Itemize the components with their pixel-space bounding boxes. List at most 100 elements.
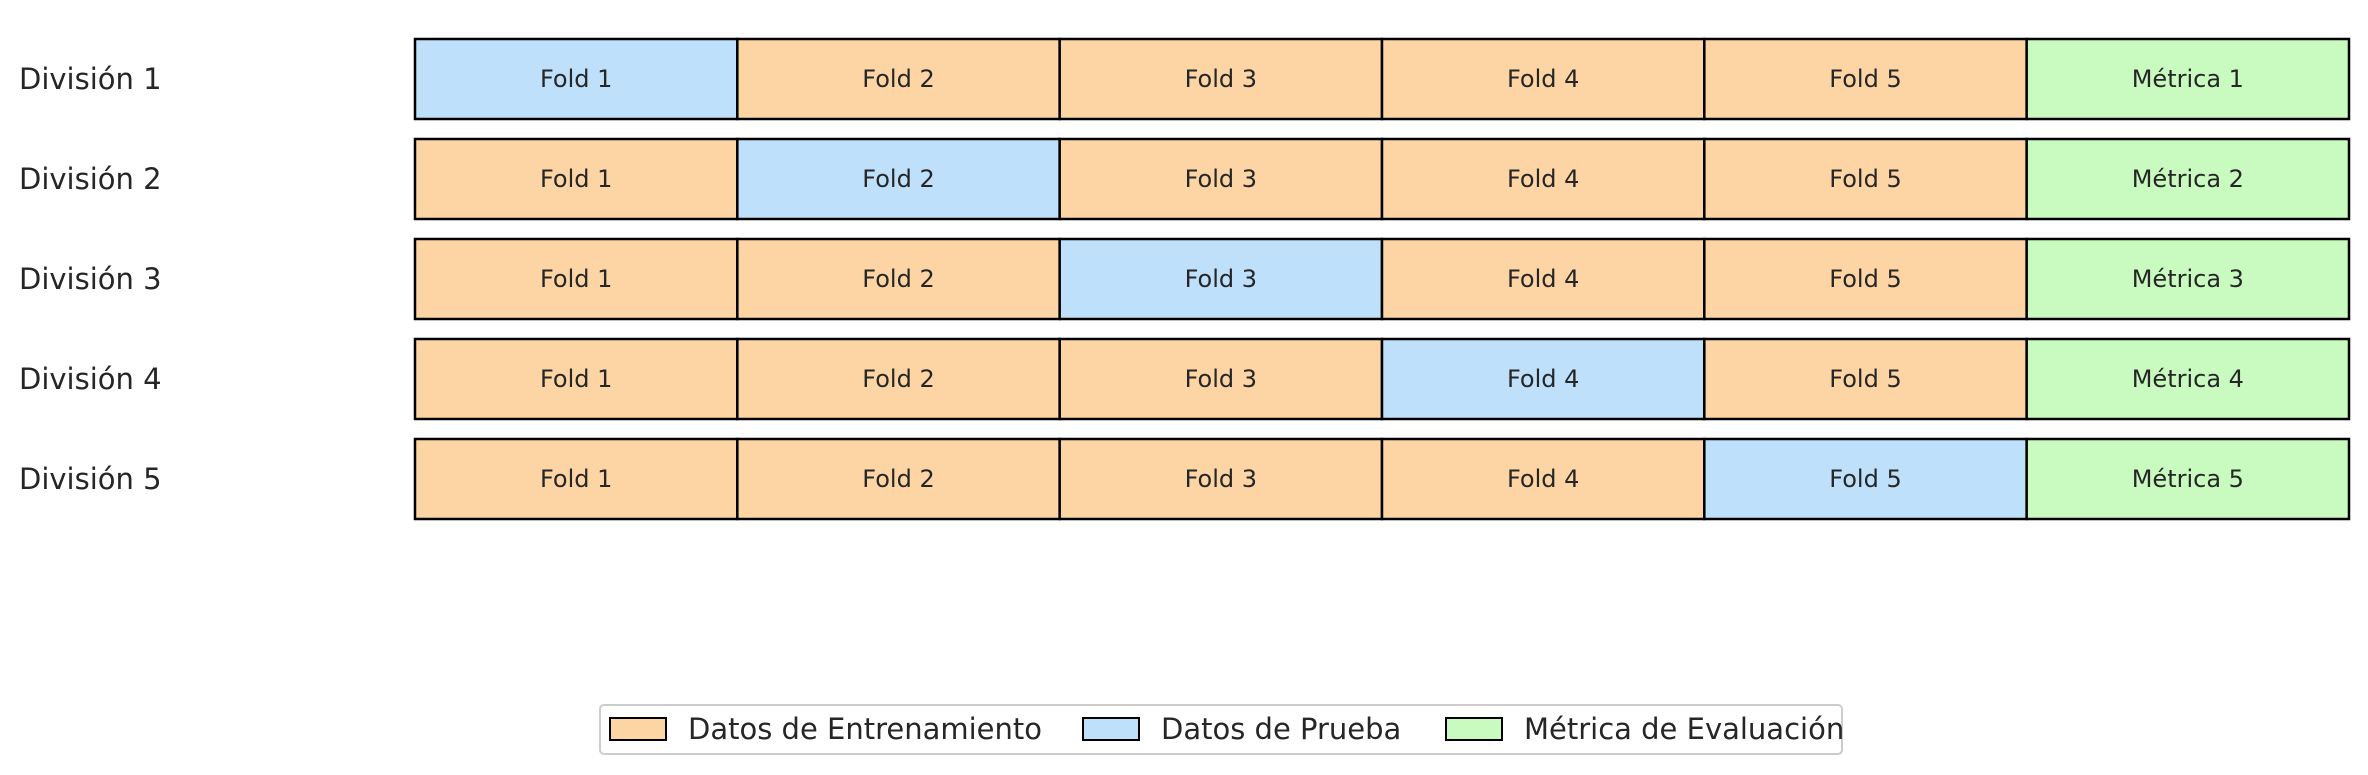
fold-cell-box (1058, 337, 1384, 421)
legend-swatch (609, 717, 667, 741)
fold-cell-box (1380, 237, 1706, 321)
fold-cell-test: Fold 5 (1703, 437, 2028, 521)
fold-cell-train: Fold 5 (1703, 337, 2028, 421)
fold-cell-label: Fold 3 (1185, 365, 1257, 393)
fold-cell-train: Fold 2 (736, 437, 1061, 521)
fold-cell-label: Fold 5 (1829, 465, 1901, 493)
fold-cell-box (413, 37, 739, 121)
fold-cell-train: Fold 2 (736, 37, 1061, 121)
fold-cell-label: Fold 1 (540, 165, 612, 193)
fold-cell-train: Fold 3 (1058, 437, 1384, 521)
fold-cell-label: Fold 5 (1829, 265, 1901, 293)
legend-item-train: Datos de Entrenamiento (609, 712, 1042, 746)
fold-cell-metric: Métrica 1 (2025, 37, 2351, 121)
fold-cell-test: Fold 3 (1058, 237, 1384, 321)
fold-cell-train: Fold 2 (736, 237, 1061, 321)
fold-cell-box (1703, 337, 2028, 421)
fold-cell-box (736, 37, 1061, 121)
fold-cell-train: Fold 5 (1703, 237, 2028, 321)
fold-cell-label: Fold 3 (1185, 265, 1257, 293)
fold-cell-box (1703, 437, 2028, 521)
fold-cell-box (413, 337, 739, 421)
division-row: División 4 Fold 1 Fold 2 Fold 3 Fold 4 Fold 5… (19, 337, 2351, 421)
fold-cell-box (2025, 237, 2351, 321)
fold-cell-test: Fold 4 (1380, 337, 1706, 421)
fold-cell-train: Fold 4 (1380, 437, 1706, 521)
legend-swatch (1082, 717, 1140, 741)
fold-cell-label: Fold 4 (1507, 265, 1579, 293)
legend-item-metric: Métrica de Evaluación (1445, 712, 1844, 746)
fold-cell-box (736, 137, 1061, 221)
fold-cell-box (1380, 337, 1706, 421)
fold-cell-box (1058, 437, 1384, 521)
fold-cell-label: Fold 1 (540, 265, 612, 293)
legend-label: Datos de Entrenamiento (688, 712, 1042, 746)
fold-cell-label: Fold 4 (1507, 365, 1579, 393)
fold-cell-label: Métrica 1 (2132, 65, 2244, 93)
fold-cell-label: Fold 2 (862, 65, 934, 93)
fold-cell-box (1703, 237, 2028, 321)
fold-cell-box (2025, 437, 2351, 521)
legend-label: Datos de Prueba (1161, 712, 1401, 746)
fold-cell-box (1380, 437, 1706, 521)
fold-cell-train: Fold 4 (1380, 237, 1706, 321)
fold-cell-label: Fold 5 (1829, 65, 1901, 93)
fold-cell-box (413, 437, 739, 521)
fold-cell-label: Fold 5 (1829, 165, 1901, 193)
fold-cell-label: Fold 2 (862, 465, 934, 493)
fold-cell-box (413, 137, 739, 221)
fold-cell-label: Fold 3 (1185, 465, 1257, 493)
fold-cell-train: Fold 3 (1058, 337, 1384, 421)
fold-cell-label: Métrica 5 (2132, 465, 2244, 493)
division-row: División 5 Fold 1 Fold 2 Fold 3 Fold 4 Fold 5… (19, 437, 2351, 521)
legend-swatch (1445, 717, 1503, 741)
fold-cell-label: Fold 4 (1507, 465, 1579, 493)
fold-cell-train: Fold 3 (1058, 37, 1384, 121)
fold-cell-train: Fold 1 (413, 137, 739, 221)
folds-grid: División 1 Fold 1 Fold 2 Fold 3 Fold 4 Fold 5… (19, 37, 2351, 521)
fold-cell-train: Fold 5 (1703, 137, 2028, 221)
fold-cell-train: Fold 1 (413, 237, 739, 321)
fold-cell-label: Métrica 2 (2132, 165, 2244, 193)
legend-item-test: Datos de Prueba (1082, 712, 1401, 746)
fold-cell-box (2025, 37, 2351, 121)
legend-label: Métrica de Evaluación (1524, 712, 1844, 746)
fold-cell-metric: Métrica 3 (2025, 237, 2351, 321)
fold-cell-train: Fold 1 (413, 437, 739, 521)
fold-cell-label: Fold 2 (862, 365, 934, 393)
fold-cell-label: Métrica 4 (2132, 365, 2244, 393)
fold-cell-label: Fold 2 (862, 265, 934, 293)
fold-cell-box (2025, 137, 2351, 221)
fold-cell-label: Fold 4 (1507, 165, 1579, 193)
fold-cell-test: Fold 1 (413, 37, 739, 121)
fold-cell-train: Fold 1 (413, 337, 739, 421)
division-label: División 2 (19, 162, 162, 196)
fold-cell-label: Fold 5 (1829, 365, 1901, 393)
fold-cell-label: Fold 3 (1185, 65, 1257, 93)
fold-cell-box (736, 237, 1061, 321)
fold-cell-metric: Métrica 5 (2025, 437, 2351, 521)
division-label: División 1 (19, 62, 162, 96)
division-label: División 5 (19, 462, 162, 496)
fold-cell-box (1380, 137, 1706, 221)
legend-frame (599, 704, 1843, 755)
fold-cell-label: Fold 1 (540, 365, 612, 393)
fold-cell-train: Fold 4 (1380, 137, 1706, 221)
division-label: División 4 (19, 362, 162, 396)
fold-cell-label: Fold 4 (1507, 65, 1579, 93)
fold-cell-test: Fold 2 (736, 137, 1061, 221)
fold-cell-box (1703, 37, 2028, 121)
fold-cell-train: Fold 4 (1380, 37, 1706, 121)
fold-cell-train: Fold 2 (736, 337, 1061, 421)
fold-cell-label: Métrica 3 (2132, 265, 2244, 293)
fold-cell-train: Fold 5 (1703, 37, 2028, 121)
fold-cell-box (736, 337, 1061, 421)
fold-cell-box (2025, 337, 2351, 421)
division-row: División 1 Fold 1 Fold 2 Fold 3 Fold 4 Fold 5… (19, 37, 2351, 121)
fold-cell-label: Fold 3 (1185, 165, 1257, 193)
fold-cell-box (413, 237, 739, 321)
fold-cell-label: Fold 1 (540, 465, 612, 493)
fold-cell-train: Fold 3 (1058, 137, 1384, 221)
